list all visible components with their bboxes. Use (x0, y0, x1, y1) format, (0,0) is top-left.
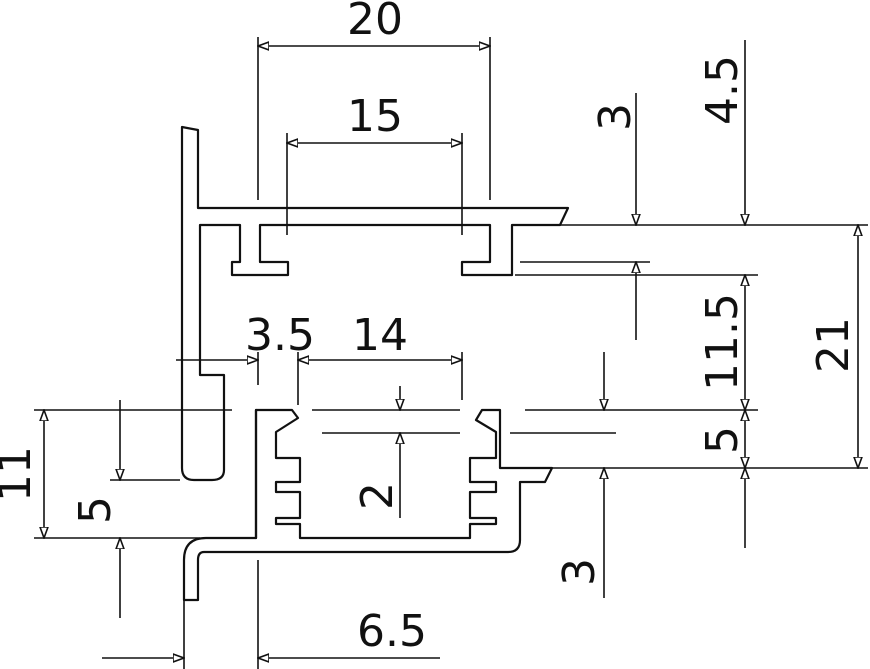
dim-top-width: 20 (258, 0, 490, 200)
dim-bottom-width-label: 6.5 (357, 606, 427, 657)
dim-right-mid-height: 11.5 (697, 293, 748, 391)
dim-right-mid-height-label: 11.5 (697, 293, 748, 391)
dim-right-top-offset: 4.5 (697, 40, 748, 410)
dim-top-width-label: 20 (347, 0, 403, 45)
dim-mid-row: 3.5 14 (176, 310, 462, 405)
dim-overall-height-right-label: 21 (808, 317, 859, 373)
dim-slot-depth-label: 2 (352, 482, 403, 510)
dim-bottom-width: 6.5 (102, 560, 440, 669)
dim-right-gap-top: 3 (590, 93, 641, 340)
dim-right-low-height-label: 5 (697, 426, 748, 454)
dim-right-bottom-gap-label: 3 (554, 558, 605, 586)
dim-overall-height-right: 21 (808, 225, 859, 468)
dim-slot-depth: 2 (312, 386, 460, 518)
dim-inner-width-top: 15 (287, 91, 462, 235)
dim-right-gap-top-label: 3 (590, 103, 641, 131)
dim-mid-width-label: 14 (352, 310, 408, 361)
dim-inner-width-top-label: 15 (347, 91, 403, 142)
profile-outline (180, 125, 570, 602)
right-extension-lines (505, 224, 868, 469)
dim-right-top-offset-label: 4.5 (697, 55, 748, 125)
dim-left-overall-height-label: 11 (0, 446, 41, 502)
dim-right-low-height: 5 (697, 410, 748, 548)
dim-right-bottom-gap: 3 (554, 352, 605, 598)
dim-left-lower-height-label: 5 (70, 496, 121, 524)
dim-left-offset-mid-label: 3.5 (245, 310, 315, 361)
dim-left-heights: 11 5 (0, 400, 232, 618)
